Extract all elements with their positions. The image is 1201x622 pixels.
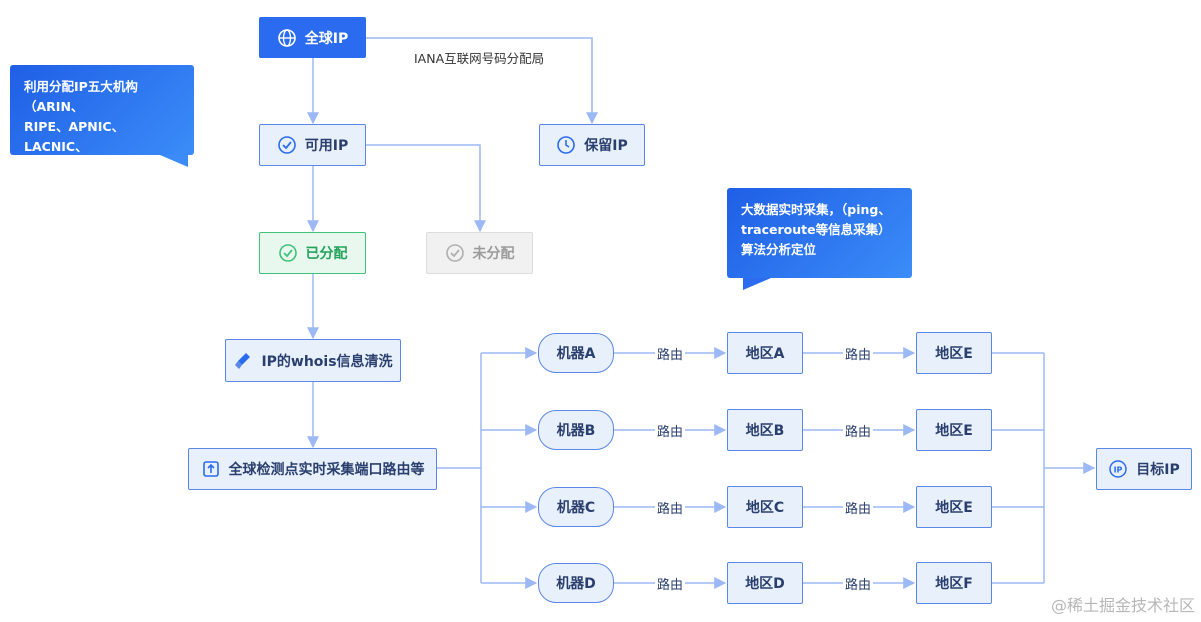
machine-label: 机器C (556, 500, 596, 516)
region-node[interactable]: 地区F (916, 562, 992, 604)
region-node[interactable]: 地区B (727, 409, 803, 451)
global-collect-node[interactable]: 全球检测点实时采集端口路由等 (188, 448, 437, 490)
globe-icon (277, 28, 297, 48)
region-node[interactable]: 地区C (727, 486, 803, 528)
rir-callout-line2: RIPE、APNIC、LACNIC、 (24, 119, 125, 154)
global-ip-label: 全球IP (304, 30, 349, 47)
machine-node[interactable]: 机器D (538, 563, 614, 603)
unallocated-label: 未分配 (472, 246, 515, 262)
region-label: 地区E (935, 423, 973, 439)
route-label: 路由 (655, 498, 686, 517)
region-label: 地区D (745, 576, 785, 592)
broom-icon (233, 351, 253, 371)
bigdata-callout-line3: 算法分析定位 (741, 242, 817, 257)
route-label: 路由 (655, 574, 686, 593)
target-ip-node[interactable]: IP 目标IP (1096, 448, 1192, 490)
callout-tail (743, 278, 771, 290)
available-ip-node[interactable]: 可用IP (259, 124, 366, 166)
available-ip-label: 可用IP (304, 138, 349, 154)
rir-callout-line1: 利用分配IP五大机构（ARIN、 (24, 79, 138, 114)
callout-tail (160, 155, 188, 167)
region-node[interactable]: 地区E (916, 486, 992, 528)
rir-callout: 利用分配IP五大机构（ARIN、 RIPE、APNIC、LACNIC、 AFRI… (10, 65, 194, 174)
target-ip-label: 目标IP (1136, 462, 1180, 478)
machine-label: 机器B (556, 423, 596, 439)
region-node[interactable]: 地区A (727, 332, 803, 374)
region-node[interactable]: 地区E (916, 409, 992, 451)
svg-text:IP: IP (1114, 466, 1123, 475)
region-label: 地区C (745, 500, 785, 516)
upload-icon (201, 459, 221, 479)
rir-callout-line3: AFRINIC）分布式爬取 (24, 159, 156, 174)
region-node[interactable]: 地区D (727, 562, 803, 604)
route-label: 路由 (655, 421, 686, 440)
ip-pin-icon: IP (1108, 459, 1128, 479)
clock-icon (556, 135, 576, 155)
check-circle-icon (278, 243, 298, 263)
iana-label: IANA互联网号码分配局 (414, 51, 545, 66)
whois-clean-label: IP的whois信息清洗 (261, 353, 393, 370)
region-label: 地区E (935, 500, 973, 516)
reserved-ip-label: 保留IP (584, 138, 628, 154)
route-label: 路由 (843, 421, 874, 440)
region-label: 地区B (745, 423, 785, 439)
region-node[interactable]: 地区E (916, 332, 992, 374)
route-label: 路由 (655, 344, 686, 363)
region-label: 地区F (935, 576, 973, 592)
check-circle-icon (277, 135, 297, 155)
global-collect-label: 全球检测点实时采集端口路由等 (228, 462, 425, 478)
machine-label: 机器D (556, 576, 596, 592)
route-label: 路由 (843, 574, 874, 593)
route-label: 路由 (843, 344, 874, 363)
reserved-ip-node[interactable]: 保留IP (539, 124, 645, 166)
whois-clean-node[interactable]: IP的whois信息清洗 (225, 339, 401, 382)
allocated-label: 已分配 (305, 246, 348, 262)
machine-label: 机器A (556, 346, 596, 362)
machine-node[interactable]: 机器B (538, 410, 614, 450)
bigdata-callout-line2: traceroute等信息采集） (741, 222, 891, 237)
unallocated-node[interactable]: 未分配 (426, 232, 533, 274)
region-label: 地区E (935, 346, 973, 362)
watermark: @稀土掘金技术社区 (1050, 596, 1195, 615)
allocated-node[interactable]: 已分配 (259, 232, 366, 274)
bigdata-callout-line1: 大数据实时采集，（ping、 (741, 202, 891, 217)
region-label: 地区A (745, 346, 785, 362)
global-ip-node[interactable]: 全球IP (259, 17, 366, 58)
machine-node[interactable]: 机器C (538, 487, 614, 527)
bigdata-callout: 大数据实时采集，（ping、 traceroute等信息采集） 算法分析定位 (727, 188, 912, 290)
route-label: 路由 (843, 498, 874, 517)
machine-node[interactable]: 机器A (538, 333, 614, 373)
check-circle-icon (445, 243, 465, 263)
